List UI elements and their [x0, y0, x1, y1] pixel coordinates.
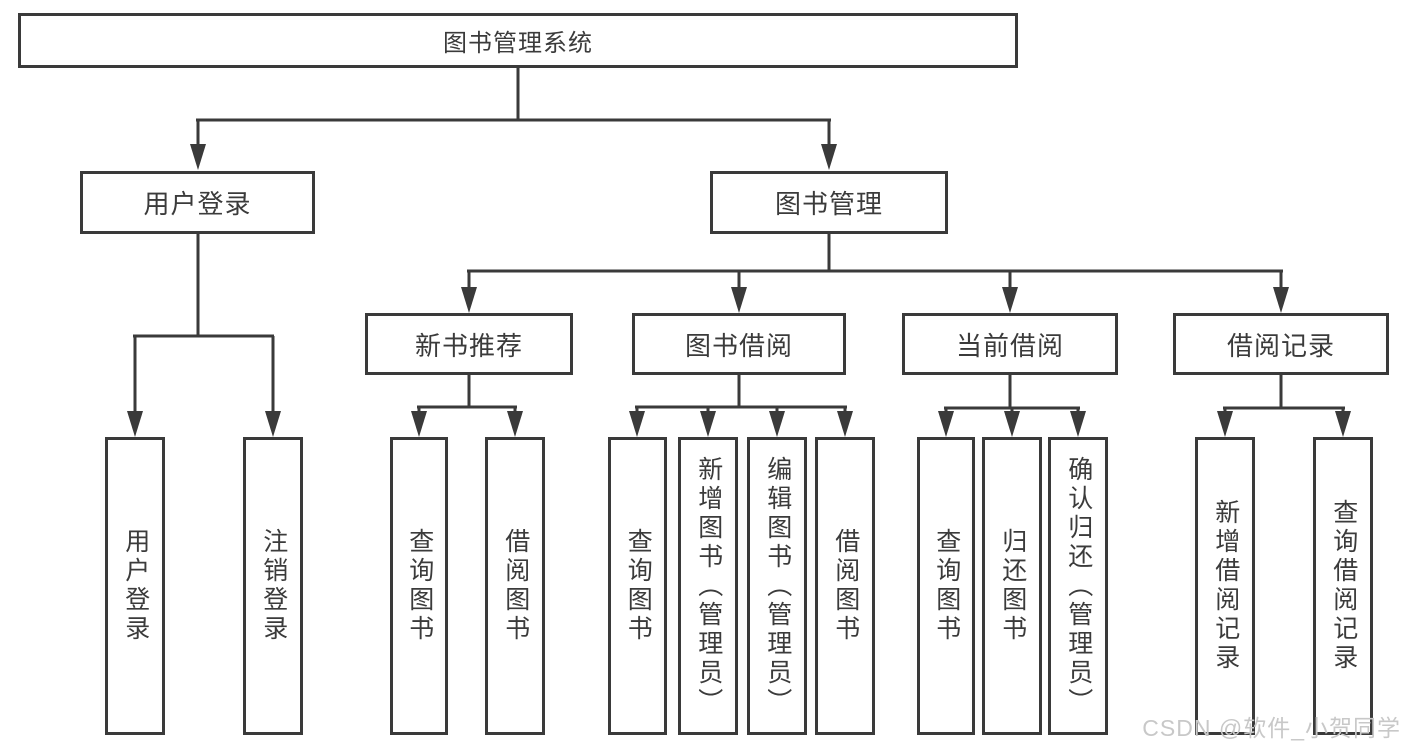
leaf-confirm-return: 确认归还（管理员） [1048, 437, 1108, 735]
leaf-borrow-book-1-label: 借阅图书 [501, 528, 530, 644]
node-borrow-records-label: 借阅记录 [1226, 330, 1335, 361]
leaf-query-borrow-record: 查询借阅记录 [1313, 437, 1373, 735]
leaf-borrow-book-2-label: 借阅图书 [831, 528, 860, 644]
node-user-login: 用户登录 [80, 171, 315, 234]
leaf-add-book-label: 新增图书（管理员） [694, 455, 723, 717]
leaf-add-borrow-record-label: 新增借阅记录 [1211, 499, 1240, 673]
leaf-query-borrow-record-label: 查询借阅记录 [1329, 499, 1358, 673]
node-book-borrow-label: 图书借阅 [684, 330, 793, 361]
connector-book-borrow-to-leaves [629, 375, 853, 437]
leaf-query-book-1: 查询图书 [390, 437, 448, 735]
connector-current-borrow-to-leaves [938, 375, 1086, 437]
watermark: CSDN @软件_小贺同学 [1142, 715, 1401, 741]
leaf-query-book-2: 查询图书 [608, 437, 667, 735]
connector-borrow-records-to-leaves [1217, 375, 1351, 437]
node-user-login-label: 用户登录 [143, 189, 252, 219]
leaf-borrow-book-1: 借阅图书 [485, 437, 545, 735]
leaf-logout-label: 注销登录 [259, 528, 288, 644]
leaf-user-login: 用户登录 [105, 437, 165, 735]
leaf-user-login-label: 用户登录 [121, 528, 150, 644]
leaf-query-book-1-label: 查询图书 [405, 528, 434, 644]
connector-new-book-rec-to-leaves [411, 375, 523, 437]
node-borrow-records: 借阅记录 [1173, 313, 1389, 375]
leaf-logout: 注销登录 [243, 437, 303, 735]
node-new-book-rec-label: 新书推荐 [414, 330, 523, 361]
node-new-book-rec: 新书推荐 [365, 313, 573, 375]
leaf-query-book-3-label: 查询图书 [932, 528, 961, 644]
connector-user-login-to-leaves [127, 234, 281, 437]
node-current-borrow: 当前借阅 [902, 313, 1118, 375]
leaf-confirm-return-label: 确认归还（管理员） [1064, 455, 1093, 717]
node-current-borrow-label: 当前借阅 [955, 330, 1064, 361]
leaf-edit-book-label: 编辑图书（管理员） [763, 455, 792, 717]
leaf-return-book-label: 归还图书 [998, 528, 1027, 644]
leaf-add-book: 新增图书（管理员） [678, 437, 738, 735]
leaf-query-book-3: 查询图书 [917, 437, 975, 735]
connector-root-to-level2 [190, 68, 837, 170]
node-root-label: 图书管理系统 [443, 30, 593, 57]
leaf-return-book: 归还图书 [982, 437, 1042, 735]
node-book-mgmt: 图书管理 [710, 171, 948, 234]
leaf-query-book-2-label: 查询图书 [624, 528, 653, 644]
leaf-borrow-book-2: 借阅图书 [815, 437, 875, 735]
node-root: 图书管理系统 [18, 13, 1018, 68]
connector-book-mgmt-to-level3 [461, 234, 1289, 313]
node-book-mgmt-label: 图书管理 [774, 189, 883, 219]
leaf-add-borrow-record: 新增借阅记录 [1195, 437, 1255, 735]
node-book-borrow: 图书借阅 [632, 313, 846, 375]
leaf-edit-book: 编辑图书（管理员） [747, 437, 807, 735]
